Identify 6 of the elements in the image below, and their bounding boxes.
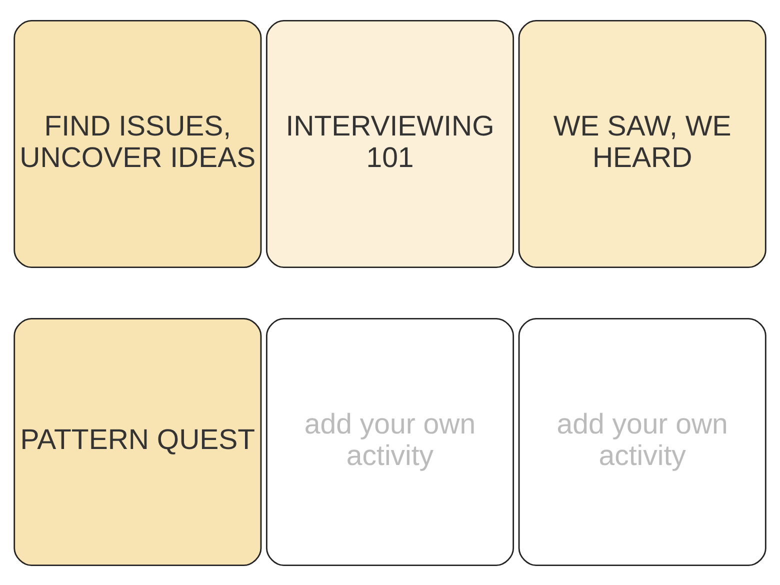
node-box: add your own activity	[518, 317, 766, 566]
node-box: INTERVIEWING 101	[266, 20, 514, 268]
node-box: add your own activity	[266, 317, 514, 566]
node-box: PATTERN QUEST	[14, 317, 262, 566]
node-box: FIND ISSUES, UNCOVER IDEAS	[14, 20, 262, 268]
node-box: WE SAW, WE HEARD	[518, 20, 766, 268]
